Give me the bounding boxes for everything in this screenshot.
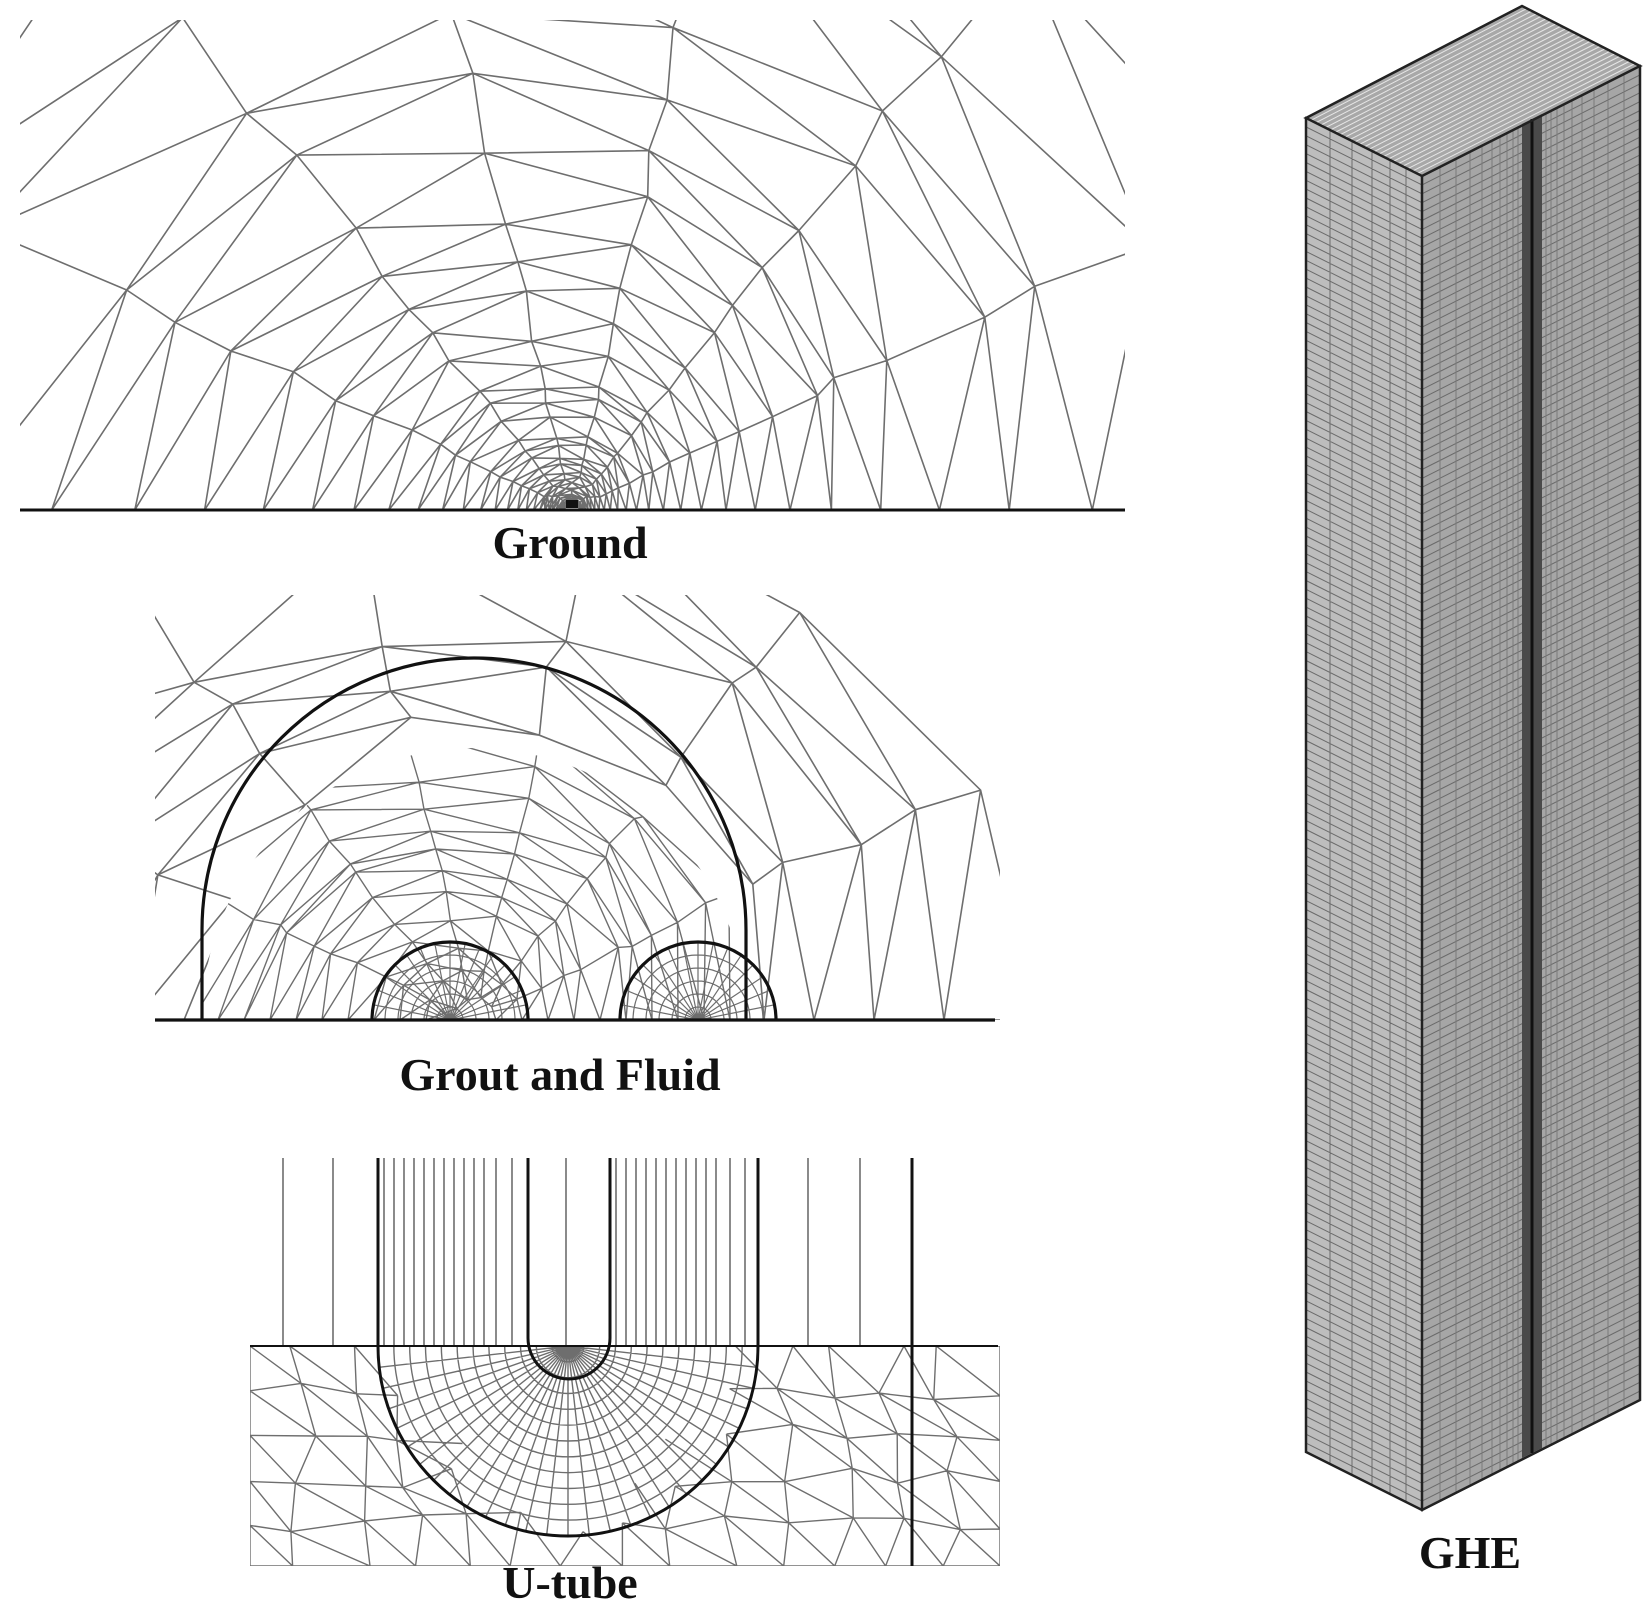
grout-fluid-mesh-panel [155, 595, 1000, 1020]
ground-caption: Ground [492, 517, 648, 568]
pipe-left-boundary [370, 940, 530, 1021]
utube-outer-wall [376, 1158, 760, 1538]
pipe-right-boundary [618, 940, 778, 1021]
ghe-caption: GHE [1418, 1527, 1522, 1578]
utube-vertical-mesh [282, 1158, 861, 1346]
borehole-boundary-arc [200, 656, 748, 1020]
utube-bend-mesh [250, 1346, 1000, 1566]
utube-caption: U-tube [502, 1557, 638, 1608]
grout-and-fluid-caption: Grout and Fluid [399, 1049, 721, 1100]
utube-inner-wall [526, 1158, 612, 1381]
ghe-3d-mesh-block [1303, 4, 1643, 1512]
ground-borehole-marker [566, 500, 578, 508]
